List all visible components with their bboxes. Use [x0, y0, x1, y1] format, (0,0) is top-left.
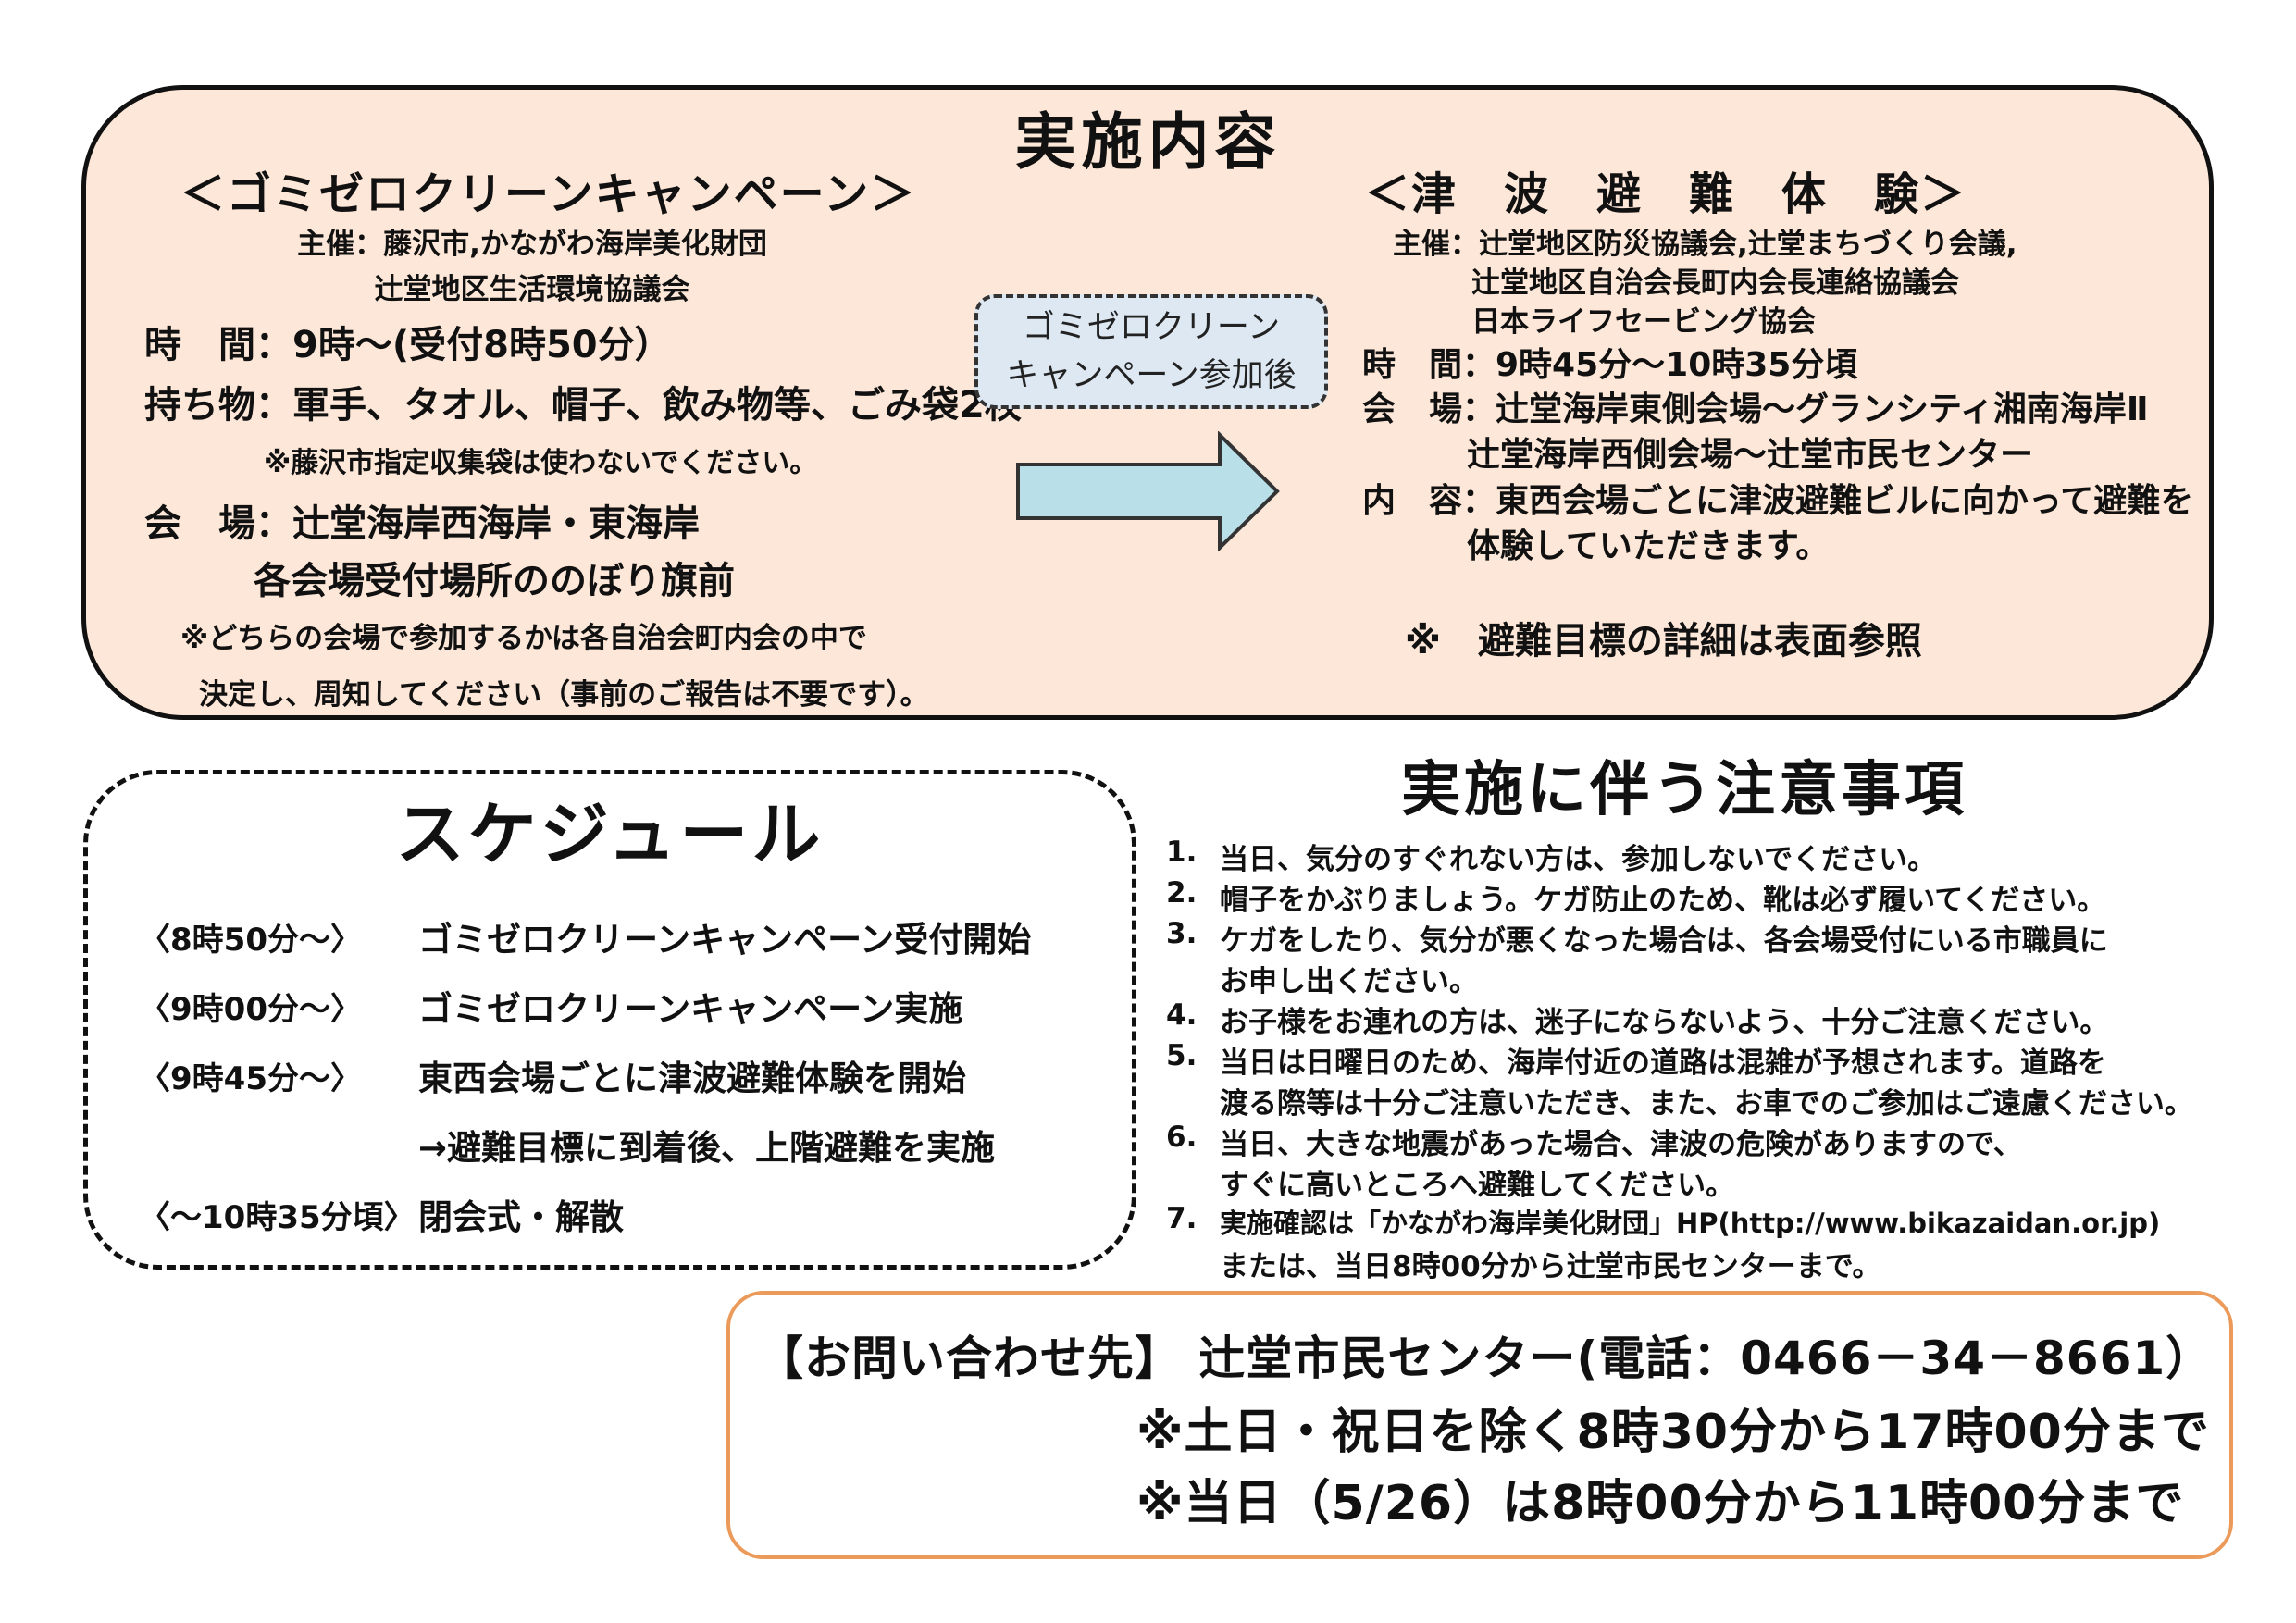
after-campaign-label-line-2: キャンペーン参加後 [1006, 357, 1297, 394]
after-campaign-label-line-1: ゴミゼロクリーン [1022, 309, 1281, 346]
note-text: 実施確認は「かながわ海岸美化財団」HP(http://www.bikazaida… [1220, 1208, 2161, 1239]
note-text-continued: 渡る際等は十分ご注意いただき、また、お車でのご参加はご遠慮ください。 [1220, 1087, 2193, 1121]
note-text: ケガをしたり、気分が悪くなった場合は、各会場受付にいる市職員に [1220, 924, 2108, 958]
schedule-title: スケジュール [395, 795, 825, 874]
cleanup-organizer-line-1: 主催：藤沢市,かながわ海岸美化財団 [297, 228, 767, 261]
precautions-title: 実施に伴う注意事項 [1401, 756, 1967, 824]
tsunami-content-line-2: 体験していただきます。 [1467, 527, 1830, 565]
schedule-time: 〈9時00分～〉 [139, 991, 362, 1028]
cleanup-items-note: ※藤沢市指定収集袋は使わないでください。 [264, 447, 818, 479]
tsunami-content-line-1: 内 容：東西会場ごとに津波避難ビルに向かって避難を [1362, 482, 2194, 520]
note-number: 6. [1166, 1121, 1198, 1154]
cleanup-organizer-line-2: 辻堂地区生活環境協議会 [374, 273, 690, 306]
tsunami-organizer-line-1: 主催：辻堂地区防災協議会,辻堂まちづくり会議, [1393, 228, 2017, 261]
contact-box [726, 1291, 2233, 1559]
cleanup-time: 時 間：9時～(受付8時50分） [144, 324, 672, 366]
note-text: 帽子をかぶりましょう。ケガ防止のため、靴は必ず履いてください。 [1220, 884, 2106, 917]
schedule-desc: 東西会場ごとに津波避難体験を開始 [418, 1059, 966, 1098]
contact-hours-regular: ※土日・祝日を除く8時30分から17時00分まで [1136, 1405, 2210, 1460]
note-number: 2. [1166, 876, 1198, 910]
note-number: 7. [1166, 1202, 1198, 1235]
right-arrow-icon [1016, 431, 1280, 551]
tsunami-organizer-line-3: 日本ライフセービング協会 [1471, 305, 1816, 339]
contact-hours-event-day: ※当日（5/26）は8時00分から11時00分まで [1136, 1476, 2185, 1531]
schedule-time: 〈～10時35分頃〉 [139, 1199, 416, 1236]
event-details-title: 実施内容 [1014, 106, 1282, 178]
schedule-time: 〈9時45分～〉 [139, 1060, 362, 1097]
schedule-desc: ゴミゼロクリーンキャンペーン実施 [418, 989, 963, 1029]
note-text: 当日、気分のすぐれない方は、参加しないでください。 [1220, 843, 1937, 876]
note-text: お子様をお連れの方は、迷子にならないよう、十分ご注意ください。 [1220, 1006, 2109, 1039]
tsunami-reference-note: ※ 避難目標の詳細は表面参照 [1405, 620, 1922, 663]
note-text-continued: または、当日8時00分から辻堂市民センターまで。 [1220, 1250, 1881, 1283]
tsunami-time: 時 間：9時45分～10時35分頃 [1362, 346, 1858, 384]
schedule-box [83, 770, 1136, 1270]
tsunami-heading: ＜津 波 避 難 体 験＞ [1365, 168, 1967, 220]
note-number: 3. [1166, 917, 1198, 950]
cleanup-venue-line-2: 各会場受付場所ののぼり旗前 [254, 560, 735, 602]
note-number: 4. [1166, 998, 1198, 1032]
cleanup-note-line-1: ※どちらの会場で参加するかは各自治会町内会の中で [180, 622, 867, 655]
after-campaign-label: ゴミゼロクリーン キャンペーン参加後 [974, 294, 1328, 409]
note-number: 1. [1166, 836, 1198, 869]
cleanup-venue-line-1: 会 場：辻堂海岸西海岸・東海岸 [144, 502, 700, 545]
schedule-time: 〈8時50分～〉 [139, 922, 362, 959]
tsunami-venue-line-2: 辻堂海岸西側会場～辻堂市民センター [1467, 436, 2034, 474]
note-text-continued: お申し出ください。 [1220, 965, 1478, 998]
tsunami-organizer-line-2: 辻堂地区自治会長町内会長連絡協議会 [1471, 266, 1959, 300]
cleanup-items: 持ち物：軍手、タオル、帽子、飲み物等、ごみ袋2枚 [144, 384, 1022, 427]
tsunami-venue-line-1: 会 場：辻堂海岸東側会場～グランシティ湘南海岸Ⅱ [1362, 390, 2149, 428]
cleanup-note-line-2: 決定し、周知してください（事前のご報告は不要です）。 [199, 678, 929, 712]
contact-phone: 【お問い合わせ先】 辻堂市民センター(電話：0466－34－8661） [757, 1332, 2214, 1385]
note-text-continued: すぐに高いところへ避難してください。 [1220, 1169, 1735, 1202]
schedule-desc: ゴミゼロクリーンキャンペーン受付開始 [418, 920, 1032, 960]
note-text: 当日、大きな地震があった場合、津波の危険がありますので、 [1220, 1128, 2022, 1161]
cleanup-heading: ＜ゴミゼロクリーンキャンペーン＞ [180, 168, 917, 220]
note-text: 当日は日曜日のため、海岸付近の道路は混雑が予想されます。道路を [1220, 1047, 2106, 1080]
note-number: 5. [1166, 1039, 1198, 1072]
schedule-desc: →避難目標に到着後、上階避難を実施 [418, 1128, 996, 1168]
schedule-desc: 閉会式・解散 [418, 1197, 624, 1237]
